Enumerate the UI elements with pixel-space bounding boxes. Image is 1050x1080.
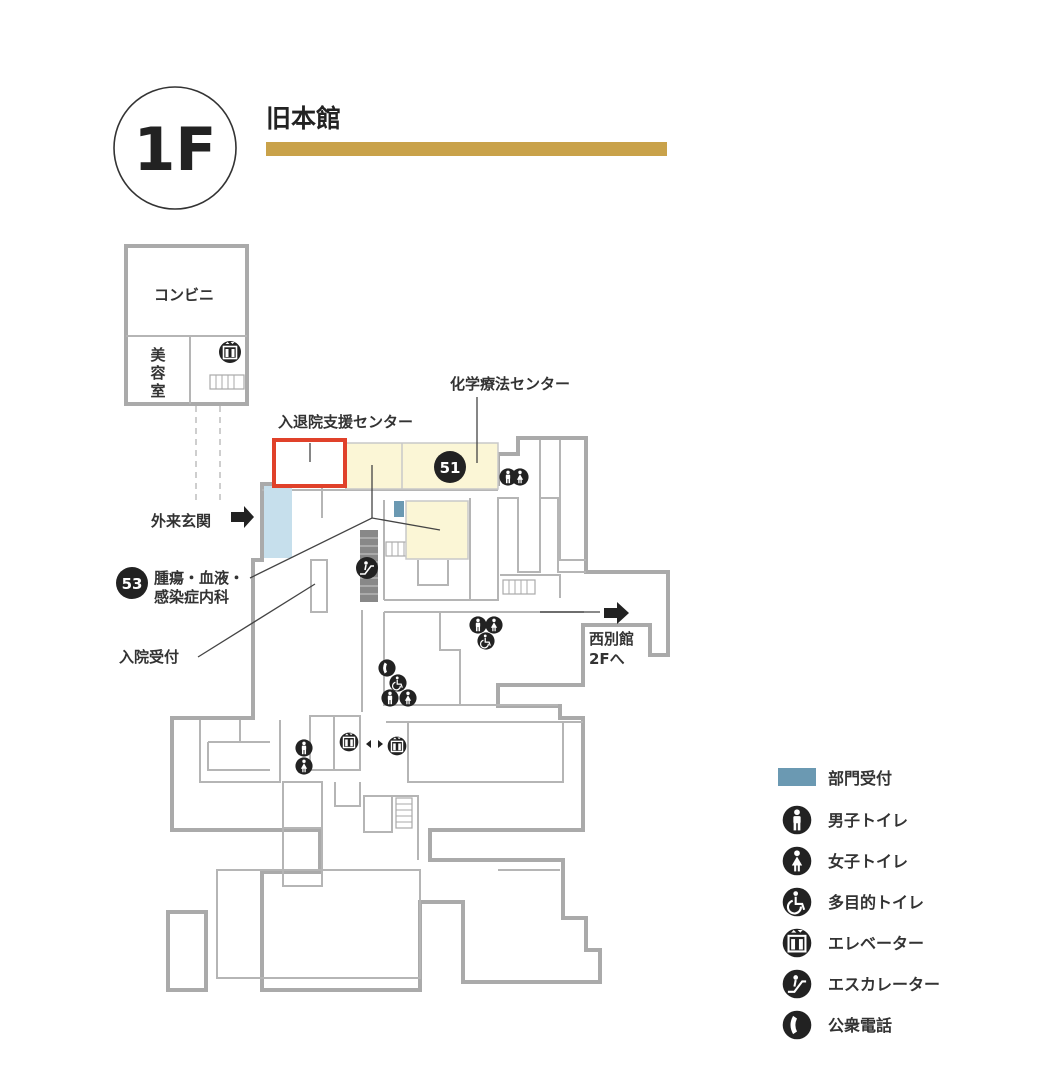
label-west-annex-1: 西別館 — [589, 630, 634, 648]
building-title: 旧本館 — [266, 104, 341, 133]
legend-accessible-restroom-icon — [781, 886, 813, 918]
legend-mens-restroom-icon — [782, 805, 812, 835]
marker-53-number: 53 — [122, 575, 143, 593]
label-outpatient-entrance: 外来玄関 — [150, 512, 211, 530]
leader-lines — [197, 397, 600, 658]
header: 1F 旧本館 — [113, 86, 667, 210]
room-beauty-salon-2: 容 — [149, 364, 165, 382]
legend: 部門受付 男子トイレ 女子トイレ 多目的トイレ エレベーター エスカレーター 公… — [778, 768, 940, 1040]
lower-hall — [216, 869, 421, 979]
room-convenience-store: コンビニ — [154, 286, 214, 304]
department-reception — [394, 501, 404, 517]
elevator-icon — [386, 735, 408, 757]
room-beauty-salon-3: 室 — [150, 382, 165, 400]
womens-restroom-icon — [295, 757, 313, 775]
main-floor — [166, 436, 670, 992]
marker-51: 51 — [434, 451, 466, 483]
public-phone-icon — [378, 659, 396, 677]
floor-badge — [113, 86, 237, 210]
legend-label-elevator: エレベーター — [828, 934, 924, 953]
label-dept-53-line2: 感染症内科 — [154, 588, 229, 606]
legend-elevator-icon — [781, 927, 813, 959]
legend-label-public-phone: 公衆電話 — [828, 1016, 892, 1035]
marker-51-number: 51 — [440, 459, 461, 477]
accessible-restroom-icon — [476, 631, 496, 651]
labels: 入退院支援センター 化学療法センター 外来玄関 腫瘍・血液・ 感染症内科 入院受… — [119, 375, 634, 668]
arrows — [231, 506, 629, 624]
west-annex-arrow-icon — [604, 602, 629, 624]
legend-label-escalator: エスカレーター — [828, 975, 940, 994]
title-accent-bar — [266, 142, 667, 156]
womens-restroom-icon — [399, 689, 417, 707]
womens-restroom-icon — [485, 616, 503, 634]
floor-label: 1F — [134, 115, 217, 185]
label-admission-reception: 入院受付 — [119, 648, 179, 666]
elevator-icon — [218, 340, 242, 364]
legend-label-mens-restroom: 男子トイレ — [828, 811, 908, 830]
legend-department-reception-swatch — [778, 768, 816, 786]
annex-outline — [124, 244, 249, 406]
left-wing — [166, 910, 208, 992]
legend-public-phone-icon — [782, 1010, 812, 1040]
mens-restroom-icon — [381, 689, 399, 707]
outpatient-entrance-area — [264, 486, 292, 558]
mens-restroom-icon — [295, 739, 313, 757]
passage-arrows — [366, 740, 383, 748]
facility-icons — [295, 468, 529, 775]
stairs-south — [395, 797, 413, 829]
legend-label-womens-restroom: 女子トイレ — [828, 852, 908, 871]
label-west-annex-2: 2Fへ — [589, 650, 625, 668]
legend-womens-restroom-icon — [782, 846, 812, 876]
building-outline — [170, 436, 670, 992]
escalator-icon — [355, 556, 379, 580]
legend-label-department-reception: 部門受付 — [828, 769, 892, 788]
stairs-east — [502, 579, 536, 595]
legend-label-accessible-restroom: 多目的トイレ — [828, 893, 924, 912]
label-admission-support-center: 入退院支援センター — [278, 413, 413, 431]
annex-building: コンビニ 美 容 室 — [124, 244, 249, 505]
womens-restroom-icon — [511, 468, 529, 486]
mens-restroom-icon — [469, 616, 487, 634]
accessible-restroom-icon — [388, 673, 408, 693]
label-dept-53-line1: 腫瘍・血液・ — [154, 569, 244, 587]
entrance-arrow-icon — [231, 506, 254, 528]
label-chemotherapy-center: 化学療法センター — [450, 375, 570, 393]
elevator-icon — [338, 731, 360, 753]
marker-53: 53 — [116, 567, 148, 599]
legend-escalator-icon — [781, 968, 813, 1000]
room-beauty-salon-1: 美 — [150, 346, 166, 364]
chemotherapy-center-area — [345, 442, 499, 490]
stairs — [209, 374, 245, 390]
